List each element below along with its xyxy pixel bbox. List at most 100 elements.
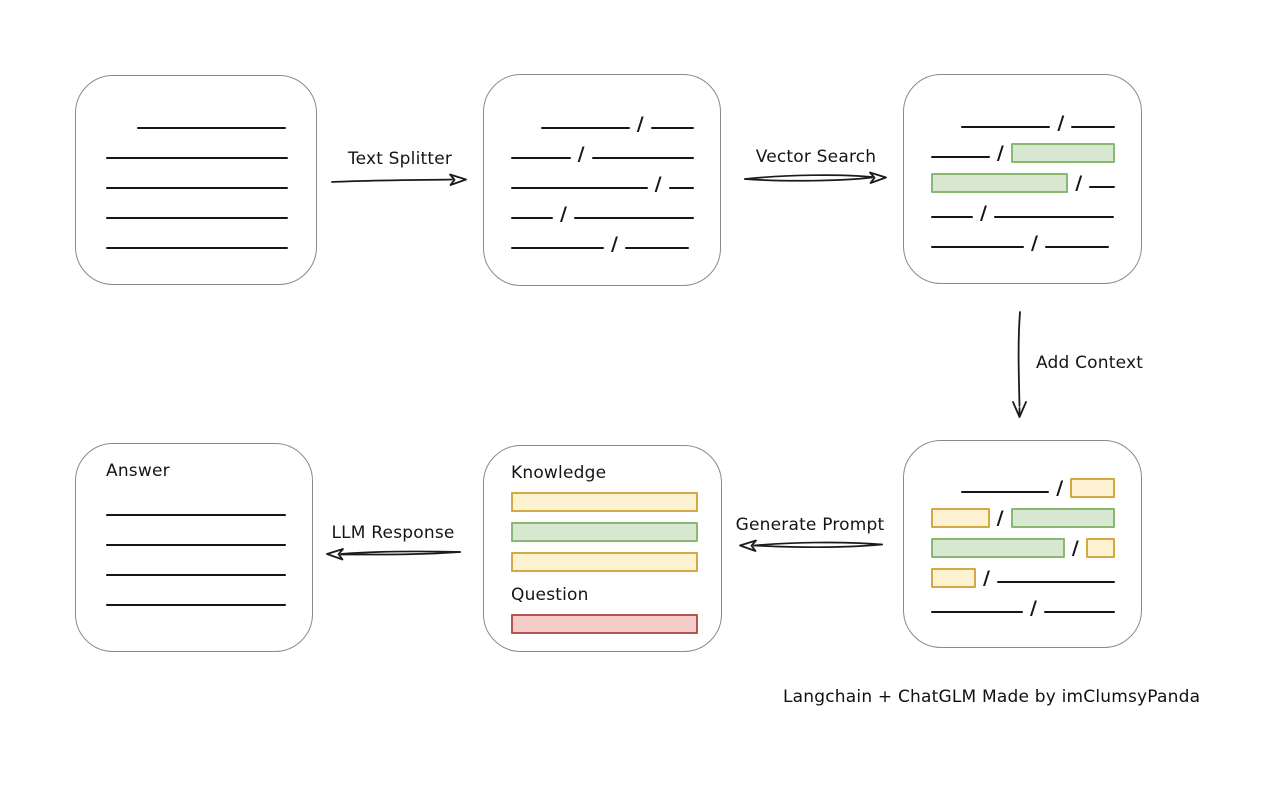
text-line <box>106 217 288 219</box>
generate-prompt-label: Generate Prompt <box>735 515 885 535</box>
text-row <box>106 199 288 221</box>
text-row: / <box>961 108 1115 134</box>
yellow-highlight-chunk <box>931 568 976 588</box>
text-row: / <box>931 198 1115 223</box>
text-line <box>668 187 694 189</box>
text-row <box>106 496 286 518</box>
answer-label: Answer <box>106 461 170 481</box>
green-highlight-chunk <box>931 538 1065 558</box>
context-chunk-lines: / / / / / <box>931 441 1115 647</box>
text-line <box>106 247 288 249</box>
generate-prompt-arrow: Generate Prompt <box>734 514 886 556</box>
yellow-highlight-chunk <box>1070 478 1115 498</box>
split-slash: / <box>996 142 1004 164</box>
split-slash: / <box>636 113 644 135</box>
llm-response-arrow: LLM Response <box>322 522 464 564</box>
text-row: / <box>511 199 694 225</box>
knowledge-bars <box>511 484 698 572</box>
text-row <box>106 586 286 608</box>
split-slash: / <box>983 567 990 589</box>
matched-chunks-node: / / / / / <box>903 74 1142 284</box>
text-line <box>650 127 694 129</box>
split-slash: / <box>1057 112 1065 134</box>
text-row <box>106 139 288 161</box>
text-line <box>573 217 694 219</box>
text-line <box>1089 186 1115 188</box>
llm-response-label: LLM Response <box>331 523 455 543</box>
text-row <box>106 556 286 578</box>
text-row: / <box>511 169 694 195</box>
text-row <box>137 109 288 131</box>
yellow-highlight-chunk <box>1085 538 1115 558</box>
prompt-node: Knowledge Question <box>483 445 722 652</box>
text-line <box>106 157 288 159</box>
split-slash: / <box>1031 232 1038 254</box>
text-row: / <box>931 533 1115 559</box>
red-bar <box>511 614 698 634</box>
arrow-down-icon <box>1012 311 1027 418</box>
text-row: / <box>541 109 694 135</box>
text-line <box>511 187 648 189</box>
arrow-right-icon <box>744 171 887 184</box>
yellow-highlight-chunk <box>931 508 990 528</box>
text-row: / <box>931 563 1115 589</box>
text-line <box>1044 246 1109 248</box>
text-row: / <box>931 168 1115 193</box>
vector-search-arrow: Vector Search <box>742 146 890 188</box>
text-splitter-arrow: Text Splitter <box>330 148 470 190</box>
text-line <box>591 157 694 159</box>
text-line <box>931 246 1024 248</box>
yellow-bar <box>511 552 698 572</box>
text-row: / <box>511 229 694 255</box>
text-line <box>961 491 1050 493</box>
knowledge-label: Knowledge <box>511 463 607 483</box>
split-chunks-node: / / / / / <box>483 74 721 286</box>
green-highlight-chunk <box>1010 143 1115 163</box>
text-line <box>541 127 630 129</box>
split-slash: / <box>1071 537 1079 559</box>
text-line <box>993 216 1114 218</box>
text-line <box>137 127 286 129</box>
source-document-node <box>75 75 317 285</box>
split-slash: / <box>654 173 662 195</box>
vector-search-label: Vector Search <box>755 147 877 167</box>
text-row: / <box>931 593 1115 619</box>
text-line <box>624 247 689 249</box>
text-line <box>511 157 571 159</box>
text-row: / <box>511 139 694 165</box>
split-slash: / <box>1056 477 1064 499</box>
split-slash: / <box>577 143 585 165</box>
text-line <box>996 581 1115 583</box>
text-row: / <box>961 473 1115 499</box>
text-row: / <box>931 503 1115 528</box>
arrow-right-icon <box>331 173 467 186</box>
text-splitter-label: Text Splitter <box>347 149 453 169</box>
text-line <box>931 156 990 158</box>
answer-lines <box>106 496 286 608</box>
text-line <box>931 216 973 218</box>
matched-chunk-lines: / / / / / <box>931 75 1115 283</box>
green-highlight-chunk <box>931 173 1069 193</box>
text-line <box>106 514 286 516</box>
text-row <box>106 169 288 191</box>
text-line <box>1043 611 1115 613</box>
split-slash: / <box>560 203 567 225</box>
add-context-label: Add Context <box>1036 353 1144 373</box>
text-row <box>106 229 288 251</box>
split-slash: / <box>611 233 618 255</box>
yellow-bar <box>511 492 698 512</box>
text-line <box>106 574 286 576</box>
arrow-left-icon <box>326 548 461 561</box>
text-row: / <box>931 138 1115 164</box>
text-line <box>106 604 286 606</box>
text-line <box>106 544 286 546</box>
answer-node: Answer <box>75 443 313 652</box>
text-row: / <box>931 228 1115 254</box>
context-chunks-node: / / / / / <box>903 440 1142 648</box>
split-slash: / <box>1030 597 1037 619</box>
text-line <box>931 611 1023 613</box>
arrow-left-icon <box>739 539 883 552</box>
diagram-caption: Langchain + ChatGLM Made by imClumsyPand… <box>783 687 1201 707</box>
text-line <box>511 247 604 249</box>
